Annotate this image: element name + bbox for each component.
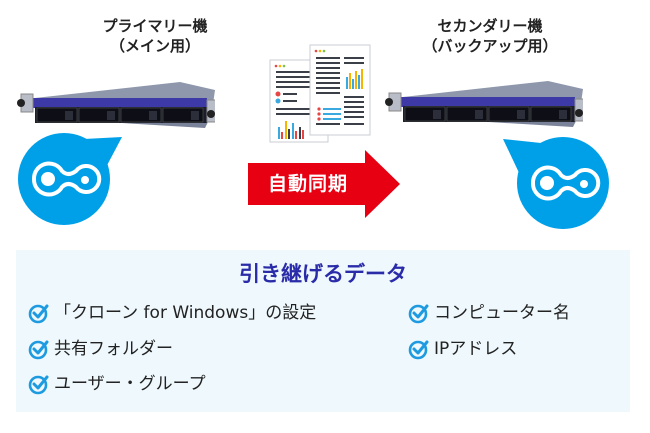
secondary-title-line2: （バックアップ用）	[422, 37, 558, 55]
data-item-label: IPアドレス	[434, 339, 518, 359]
panel-title: 引き継げるデータ	[239, 262, 407, 286]
primary-title-line1: プライマリー機	[102, 17, 208, 35]
documents-icon	[269, 44, 371, 143]
data-item-ip-address: IPアドレス	[408, 336, 517, 362]
data-item-label: 「クローン for Windows」の設定	[54, 303, 317, 323]
check-circle-icon	[408, 304, 429, 324]
sync-label: 自動同期	[267, 173, 348, 195]
secondary-title-line1: セカンダリー機	[437, 17, 543, 35]
data-item-shared-folders: 共有フォルダー	[28, 336, 173, 362]
check-circle-icon	[28, 304, 49, 324]
primary-machine-title: プライマリー機 （メイン用）	[70, 16, 240, 56]
data-item-label: ユーザー・グループ	[54, 374, 206, 394]
data-item-users-groups: ユーザー・グループ	[28, 371, 206, 397]
check-circle-icon	[28, 375, 49, 395]
secondary-server-image	[385, 81, 583, 127]
primary-server-image	[17, 82, 215, 128]
data-item-label: 共有フォルダー	[54, 339, 173, 359]
primary-title-line2: （メイン用）	[109, 37, 200, 55]
secondary-clone-app-icon	[503, 137, 609, 229]
secondary-machine-title: セカンダリー機 （バックアップ用）	[400, 16, 580, 56]
primary-clone-app-icon	[18, 133, 122, 225]
transferable-data-panel: 引き継げるデータ 「クローン for Windows」の設定 共有フォルダー ユ…	[16, 250, 630, 412]
check-circle-icon	[408, 340, 429, 360]
sync-arrow-icon	[248, 150, 400, 218]
check-circle-icon	[28, 340, 49, 360]
data-item-label: コンピューター名	[434, 303, 570, 323]
data-item-clone-settings: 「クローン for Windows」の設定	[28, 300, 316, 326]
data-item-computer-name: コンピューター名	[408, 300, 570, 326]
